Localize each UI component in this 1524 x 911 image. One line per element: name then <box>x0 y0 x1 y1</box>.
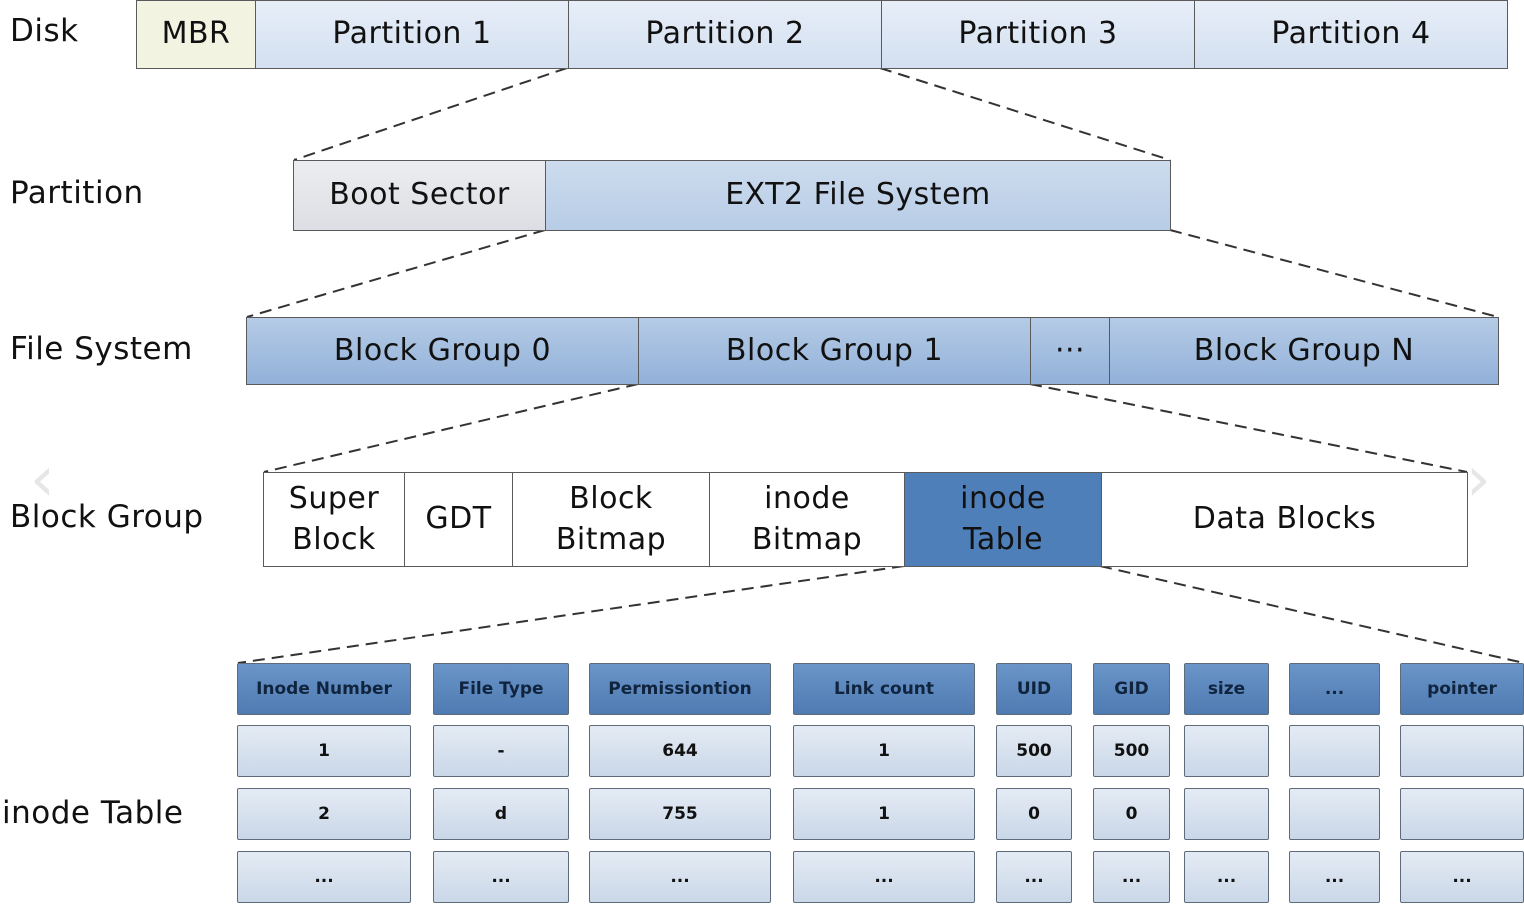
inode-table-block: inode Table <box>905 473 1102 566</box>
boot-sector-block: Boot Sector <box>294 161 546 230</box>
table-cell: 0 <box>1093 788 1170 840</box>
table-cell: ... <box>589 851 771 903</box>
header-gid: GID <box>1093 663 1170 715</box>
table-cell: 0 <box>996 788 1072 840</box>
block-group-bar: Super Block GDT Block Bitmap inode Bitma… <box>263 472 1468 567</box>
table-cell: 1 <box>793 788 975 840</box>
table-cell: d <box>433 788 569 840</box>
connector-inode-table-left <box>237 565 905 664</box>
file-system-bar: Block Group 0 Block Group 1 ··· Block Gr… <box>246 317 1499 385</box>
block-group-1-block: Block Group 1 <box>639 318 1031 384</box>
table-cell <box>1184 725 1269 777</box>
table-cell: ... <box>996 851 1072 903</box>
header-file-type: File Type <box>433 663 569 715</box>
table-cell: ... <box>1289 851 1380 903</box>
header-permission: Permissiontion <box>589 663 771 715</box>
disk-row-label: Disk <box>10 13 79 49</box>
table-cell: - <box>433 725 569 777</box>
inode-bitmap-block: inode Bitmap <box>710 473 905 566</box>
block-group-row-label: Block Group <box>10 499 204 535</box>
header-link-count: Link count <box>793 663 975 715</box>
connector-blockgroup1-right <box>1029 383 1468 473</box>
table-cell: ... <box>237 851 411 903</box>
table-cell: ... <box>793 851 975 903</box>
super-block: Super Block <box>264 473 405 566</box>
table-cell: 755 <box>589 788 771 840</box>
table-cell: ... <box>433 851 569 903</box>
table-cell <box>1184 788 1269 840</box>
next-arrow-icon[interactable]: › <box>1466 442 1491 515</box>
table-cell: ... <box>1184 851 1269 903</box>
block-group-n-block: Block Group N <box>1110 318 1498 384</box>
header-size: size <box>1184 663 1269 715</box>
table-cell <box>1400 725 1524 777</box>
header-inode-number: Inode Number <box>237 663 411 715</box>
data-blocks-block: Data Blocks <box>1102 473 1467 566</box>
block-group-ellipsis: ··· <box>1031 318 1110 384</box>
ext2-file-system-block: EXT2 File System <box>546 161 1170 230</box>
partition-4-block: Partition 4 <box>1195 1 1507 68</box>
inode-table-row-label: inode Table <box>2 795 184 831</box>
header-pointer: pointer <box>1400 663 1524 715</box>
partition-3-block: Partition 3 <box>882 1 1195 68</box>
disk-bar: MBR Partition 1 Partition 2 Partition 3 … <box>136 0 1508 69</box>
header-ellipsis: ... <box>1289 663 1380 715</box>
table-cell: 644 <box>589 725 771 777</box>
connector-ext2-left <box>246 229 546 318</box>
mbr-block: MBR <box>137 1 256 68</box>
table-cell: 2 <box>237 788 411 840</box>
table-cell: 500 <box>996 725 1072 777</box>
file-system-row-label: File System <box>10 331 193 367</box>
block-group-0-block: Block Group 0 <box>247 318 639 384</box>
connector-blockgroup1-left <box>263 383 639 473</box>
prev-arrow-icon[interactable]: ‹ <box>30 442 55 515</box>
table-cell: 1 <box>237 725 411 777</box>
table-cell: 500 <box>1093 725 1170 777</box>
gdt-block: GDT <box>405 473 513 566</box>
connector-partition2-left <box>293 67 568 161</box>
connector-partition2-right <box>879 67 1171 161</box>
partition-bar: Boot Sector EXT2 File System <box>293 160 1171 231</box>
connector-ext2-right <box>1169 229 1499 318</box>
partition-1-block: Partition 1 <box>256 1 569 68</box>
partition-row-label: Partition <box>10 175 144 211</box>
table-cell <box>1289 725 1380 777</box>
table-cell <box>1289 788 1380 840</box>
table-cell: ... <box>1400 851 1524 903</box>
table-cell <box>1400 788 1524 840</box>
header-uid: UID <box>996 663 1072 715</box>
table-cell: 1 <box>793 725 975 777</box>
block-bitmap-block: Block Bitmap <box>513 473 710 566</box>
partition-2-block: Partition 2 <box>569 1 882 68</box>
table-cell: ... <box>1093 851 1170 903</box>
connector-inode-table-right <box>1099 565 1524 664</box>
